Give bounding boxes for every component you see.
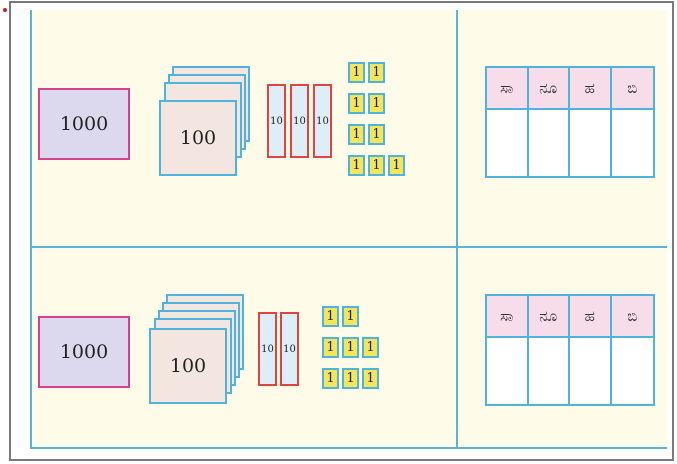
ten-label: 10 <box>283 343 296 355</box>
one-cube: 1 <box>342 306 359 327</box>
one-label: 1 <box>326 371 335 386</box>
ten-rod: 10 <box>258 312 277 386</box>
answer-cell-tens[interactable] <box>570 110 612 176</box>
bullet-dot <box>3 8 7 12</box>
header-thousands: ಸಾ <box>487 296 529 338</box>
answer-cell-hundreds[interactable] <box>528 110 570 176</box>
thousand-label: 1000 <box>59 341 109 363</box>
one-label: 1 <box>366 340 375 355</box>
one-cube: 1 <box>322 368 339 389</box>
ten-rod: 10 <box>290 84 309 158</box>
hundred-plate-front: 100 <box>159 100 237 176</box>
header-thousands: ಸಾ <box>487 68 529 110</box>
one-cube: 1 <box>348 124 365 145</box>
one-label: 1 <box>352 158 361 173</box>
place-value-table: ಸಾ ನೂ ಹ ಬಿ <box>485 294 655 406</box>
one-cube: 1 <box>322 306 339 327</box>
one-label: 1 <box>326 309 335 324</box>
answer-cell-ones[interactable] <box>611 110 653 176</box>
one-label: 1 <box>372 158 381 173</box>
one-cube: 1 <box>388 155 405 176</box>
thousand-block: 1000 <box>38 316 130 388</box>
hundred-plate-front: 100 <box>149 328 227 404</box>
one-cube: 1 <box>322 337 339 358</box>
divider-vertical <box>456 10 458 449</box>
divider-horizontal <box>30 246 667 248</box>
place-value-table: ಸಾ ನೂ ಹ ಬಿ <box>485 66 655 178</box>
header-hundreds: ನೂ <box>528 68 570 110</box>
one-cube: 1 <box>362 368 379 389</box>
bottom-border-line <box>30 447 667 449</box>
one-cube: 1 <box>342 337 359 358</box>
one-label: 1 <box>346 309 355 324</box>
one-cube: 1 <box>368 124 385 145</box>
answer-cell-tens[interactable] <box>570 338 612 404</box>
hundred-label: 100 <box>169 355 207 377</box>
one-label: 1 <box>346 340 355 355</box>
answer-cell-thousands[interactable] <box>487 110 529 176</box>
answer-cell-hundreds[interactable] <box>528 338 570 404</box>
ten-label: 10 <box>270 115 283 127</box>
thousand-block: 1000 <box>38 88 130 160</box>
ten-label: 10 <box>261 343 274 355</box>
one-cube: 1 <box>348 62 365 83</box>
left-border-line <box>30 10 32 449</box>
one-label: 1 <box>366 371 375 386</box>
one-label: 1 <box>392 158 401 173</box>
one-cube: 1 <box>362 337 379 358</box>
one-cube: 1 <box>368 62 385 83</box>
one-label: 1 <box>352 96 361 111</box>
one-label: 1 <box>372 127 381 142</box>
header-ones: ಬಿ <box>611 68 653 110</box>
header-tens: ಹ <box>570 68 612 110</box>
thousand-label: 1000 <box>59 113 109 135</box>
one-label: 1 <box>346 371 355 386</box>
header-hundreds: ನೂ <box>528 296 570 338</box>
one-cube: 1 <box>368 155 385 176</box>
hundred-label: 100 <box>179 127 217 149</box>
one-label: 1 <box>352 65 361 80</box>
one-cube: 1 <box>348 155 365 176</box>
ten-rod: 10 <box>267 84 286 158</box>
one-cube: 1 <box>342 368 359 389</box>
answer-cell-ones[interactable] <box>611 338 653 404</box>
one-label: 1 <box>372 96 381 111</box>
one-label: 1 <box>372 65 381 80</box>
ten-rod: 10 <box>280 312 299 386</box>
one-label: 1 <box>326 340 335 355</box>
ten-rod: 10 <box>313 84 332 158</box>
one-cube: 1 <box>368 93 385 114</box>
ten-label: 10 <box>293 115 306 127</box>
ten-label: 10 <box>316 115 329 127</box>
answer-cell-thousands[interactable] <box>487 338 529 404</box>
header-ones: ಬಿ <box>611 296 653 338</box>
one-cube: 1 <box>348 93 365 114</box>
one-label: 1 <box>352 127 361 142</box>
header-tens: ಹ <box>570 296 612 338</box>
